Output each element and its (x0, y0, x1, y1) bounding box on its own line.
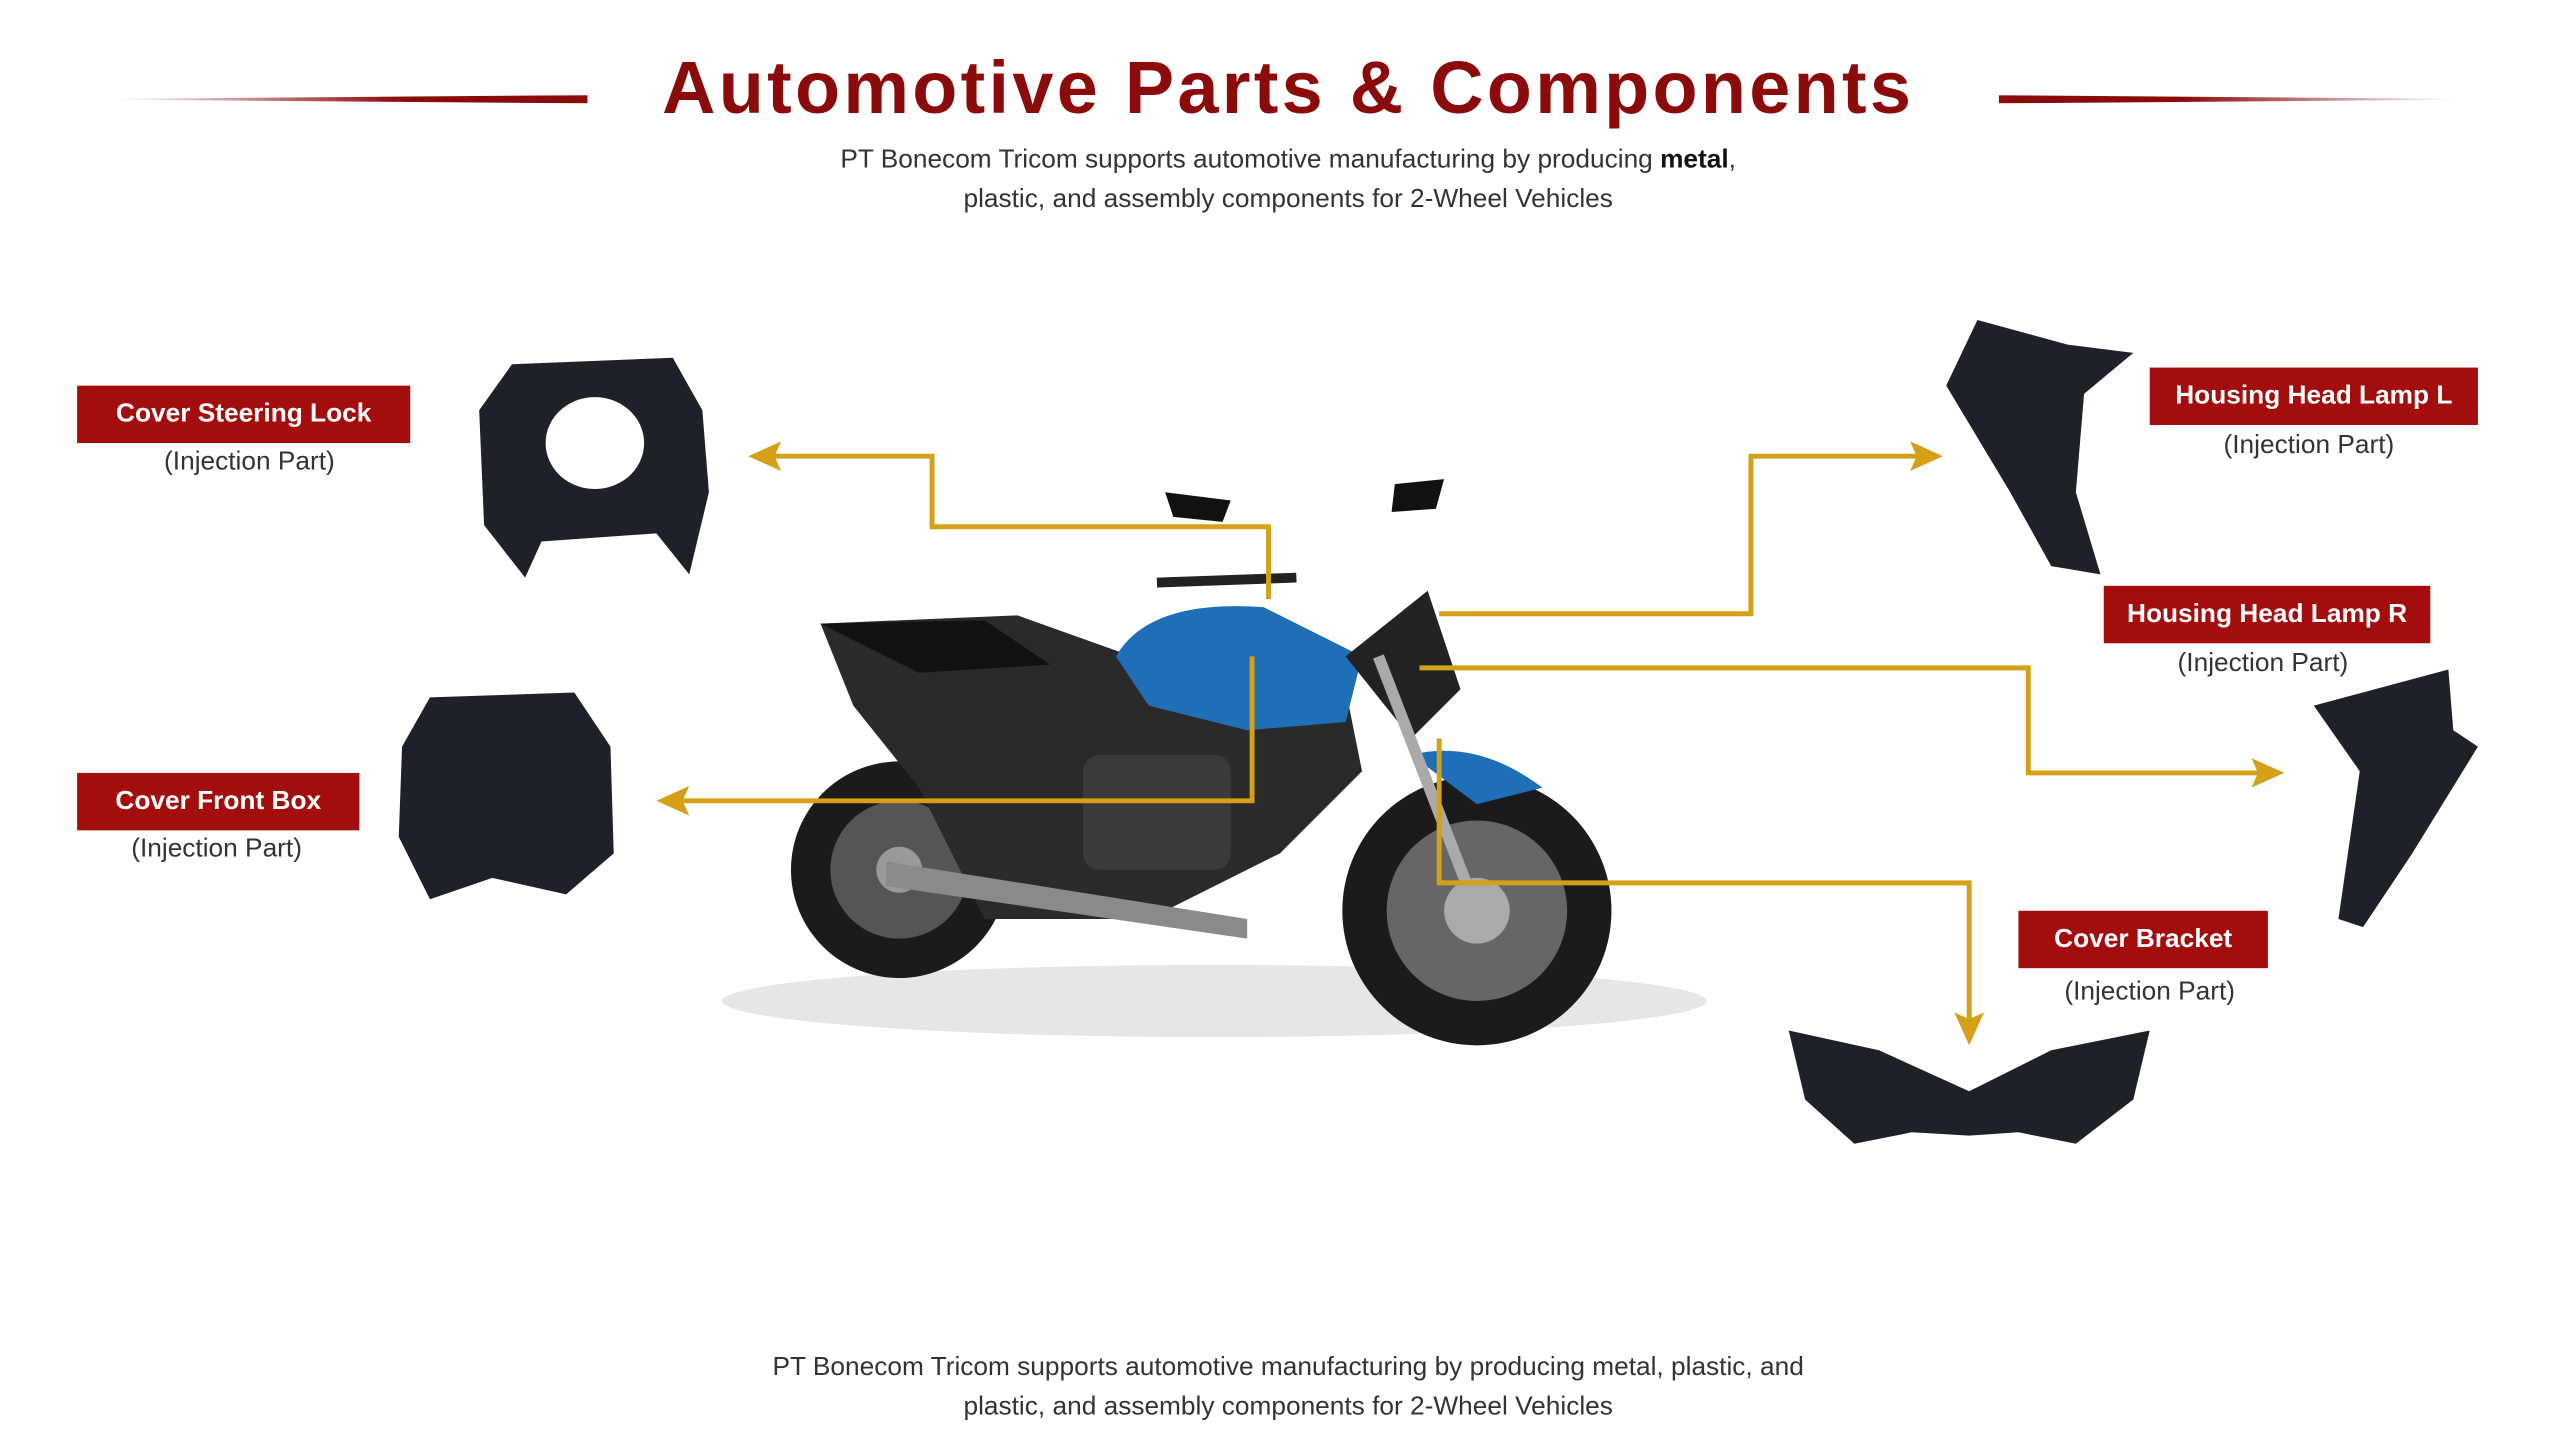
subtitle-comma: , (1728, 146, 1736, 174)
cover-steering-lock-image (479, 357, 709, 578)
arrowhead-icon (1910, 441, 1943, 471)
part-type: (Injection Part) (2223, 431, 2395, 460)
motorcycle-image (722, 479, 1707, 1046)
subtitle: PT Bonecom Tricom supports automotive ma… (0, 141, 2560, 220)
footer-line1: PT Bonecom Tricom supports automotive ma… (772, 1353, 1804, 1382)
title-divider-right (1998, 95, 2459, 104)
part-label-cover-bracket: Cover Bracket (2018, 910, 2268, 969)
part-label-cover-steering-lock: Cover Steering Lock (77, 385, 411, 444)
arrow-cover-steering-lock (771, 453, 1271, 599)
cover-front-box-image (398, 692, 614, 900)
footer-text: PT Bonecom Tricom supports automotive ma… (0, 1349, 2560, 1428)
arrowhead-icon (656, 786, 690, 816)
page-title: Automotive Parts & Components (662, 45, 1915, 130)
part-label-housing-head-lamp-r: Housing Head Lamp R (2103, 585, 2431, 644)
arrow-cover-bracket (1436, 738, 1972, 1021)
part-type: (Injection Part) (2177, 649, 2349, 678)
cover-bracket-image (1788, 1030, 2150, 1144)
arrow-housing-head-lamp-l (1439, 453, 1920, 617)
part-type: (Injection Part) (2064, 978, 2236, 1006)
arrow-housing-head-lamp-r (1419, 665, 2262, 776)
arrowhead-icon (748, 441, 782, 471)
part-label-cover-front-box: Cover Front Box (77, 772, 360, 831)
housing-head-lamp-r-image (2313, 669, 2478, 928)
part-label-housing-head-lamp-l: Housing Head Lamp L (2149, 367, 2478, 426)
arrowhead-icon (1954, 1012, 1984, 1046)
subtitle-bold: metal (1660, 146, 1729, 174)
part-type: (Injection Part) (164, 447, 335, 476)
arrow-cover-front-box (679, 656, 1255, 804)
subtitle-text: PT Bonecom Tricom supports automotive ma… (840, 146, 1661, 174)
title-divider-left (114, 95, 588, 104)
part-type: (Injection Part) (131, 835, 302, 864)
subtitle-line2: plastic, and assembly components for 2-W… (963, 185, 1613, 214)
housing-head-lamp-l-image (1946, 319, 2134, 575)
arrowhead-icon (2251, 758, 2285, 788)
footer-line2: plastic, and assembly components for 2-W… (963, 1393, 1613, 1422)
